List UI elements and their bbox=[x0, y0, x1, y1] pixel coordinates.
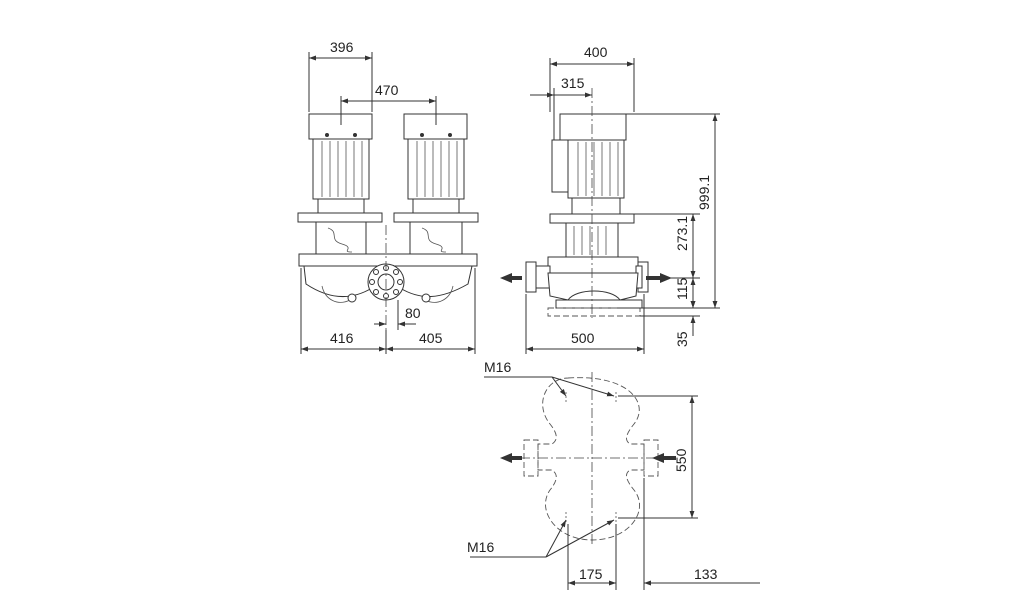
callout-m16-top: M16 bbox=[484, 359, 511, 375]
plan-view-dimensions bbox=[470, 376, 760, 590]
right-motor bbox=[393, 113, 479, 223]
dim-80: 80 bbox=[405, 305, 421, 321]
side-view-dimensions bbox=[525, 58, 720, 354]
dim-550: 550 bbox=[673, 448, 689, 472]
dim-396: 396 bbox=[330, 39, 354, 55]
left-motor bbox=[297, 113, 383, 223]
side-view-pump bbox=[500, 88, 672, 318]
dim-133: 133 bbox=[694, 566, 718, 582]
dim-175: 175 bbox=[579, 566, 603, 582]
dim-416: 416 bbox=[330, 330, 354, 346]
dim-315: 315 bbox=[561, 75, 585, 91]
dim-405: 405 bbox=[419, 330, 443, 346]
callout-m16-bottom: M16 bbox=[467, 539, 494, 555]
dim-999-1: 999.1 bbox=[696, 175, 712, 210]
dim-500: 500 bbox=[571, 330, 595, 346]
dim-470: 470 bbox=[375, 82, 399, 98]
plan-view-footprint bbox=[500, 372, 676, 546]
dim-35: 35 bbox=[674, 331, 690, 347]
dim-115: 115 bbox=[674, 277, 690, 300]
front-view-twin-pump bbox=[297, 113, 479, 330]
dim-273-1: 273.1 bbox=[674, 216, 690, 251]
dim-400: 400 bbox=[584, 44, 608, 60]
front-view-dimensions bbox=[300, 52, 476, 354]
